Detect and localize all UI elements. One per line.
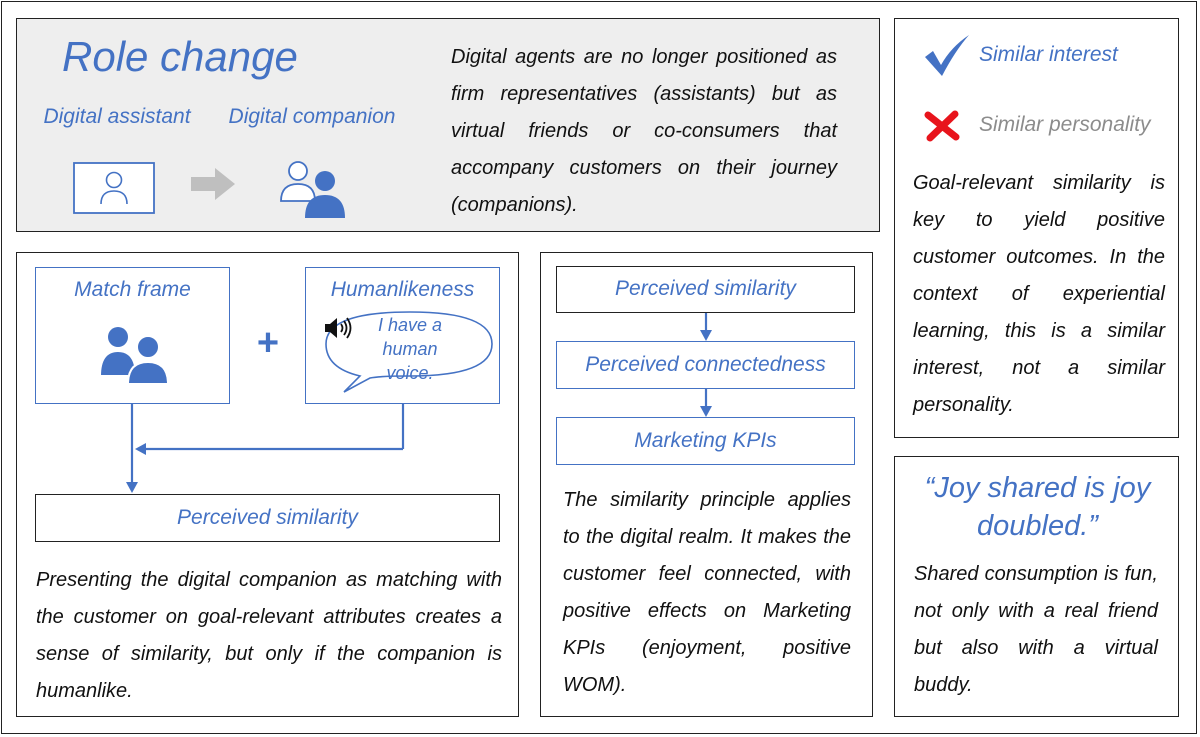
digital-companion-label: Digital companion xyxy=(228,105,396,128)
quote-panel-description: Shared consumption is fun, not only with… xyxy=(914,563,1158,696)
match-panel xyxy=(16,252,519,717)
similar-interest-label: Similar interest xyxy=(979,43,1118,66)
flow-step-similarity-box: Perceived similarity xyxy=(556,266,855,313)
match-frame-label: Match frame xyxy=(74,278,191,301)
role-change-title: Role change xyxy=(62,33,298,80)
quote-panel: “Joy shared is joy doubled.” Shared cons… xyxy=(894,456,1179,717)
flow-step-kpis-label: Marketing KPIs xyxy=(634,429,777,452)
transition-arrow-icon xyxy=(191,168,235,200)
checkmark-icon xyxy=(925,35,969,76)
flow-panel-description: The similarity principle applies to the … xyxy=(563,489,851,696)
assistant-icon xyxy=(73,162,155,214)
humanlikeness-label: Humanlikeness xyxy=(330,278,475,301)
people-icon xyxy=(98,327,170,385)
perceived-similarity-result-box: Perceived similarity xyxy=(35,494,500,542)
perceived-similarity-result-label: Perceived similarity xyxy=(177,506,358,529)
speaker-icon xyxy=(325,317,352,339)
quote-text: “Joy shared is joy doubled.” xyxy=(924,472,1151,542)
flow-step-kpis-box: Marketing KPIs xyxy=(556,417,855,465)
flow-step-connectedness-box: Perceived connectedness xyxy=(556,341,855,389)
flow-step-connectedness-label: Perceived connectedness xyxy=(585,353,826,376)
humanlikeness-box: Humanlikeness I have a human voice. xyxy=(305,267,500,404)
similar-personality-label: Similar personality xyxy=(979,113,1151,136)
speech-bubble-text: I have a human voice. xyxy=(377,315,443,383)
role-change-description: Digital agents are no longer positioned … xyxy=(451,46,837,216)
speech-bubble-shape xyxy=(325,311,493,393)
flow-step-similarity-label: Perceived similarity xyxy=(615,277,796,300)
match-panel-description: Presenting the digital companion as matc… xyxy=(36,569,502,702)
plus-sign: + xyxy=(256,322,280,364)
companion-icon xyxy=(280,161,345,218)
cross-icon xyxy=(924,110,960,142)
similarity-types-description: Goal-relevant similarity is key to yield… xyxy=(913,172,1165,416)
flow-panel xyxy=(540,252,873,717)
digital-assistant-label: Digital assistant xyxy=(43,105,191,128)
match-frame-box: Match frame xyxy=(35,267,230,404)
similarity-types-panel: Similar interest Similar personality Goa… xyxy=(894,18,1179,438)
role-change-panel: Role change Digital assistant Digital co… xyxy=(16,18,880,232)
